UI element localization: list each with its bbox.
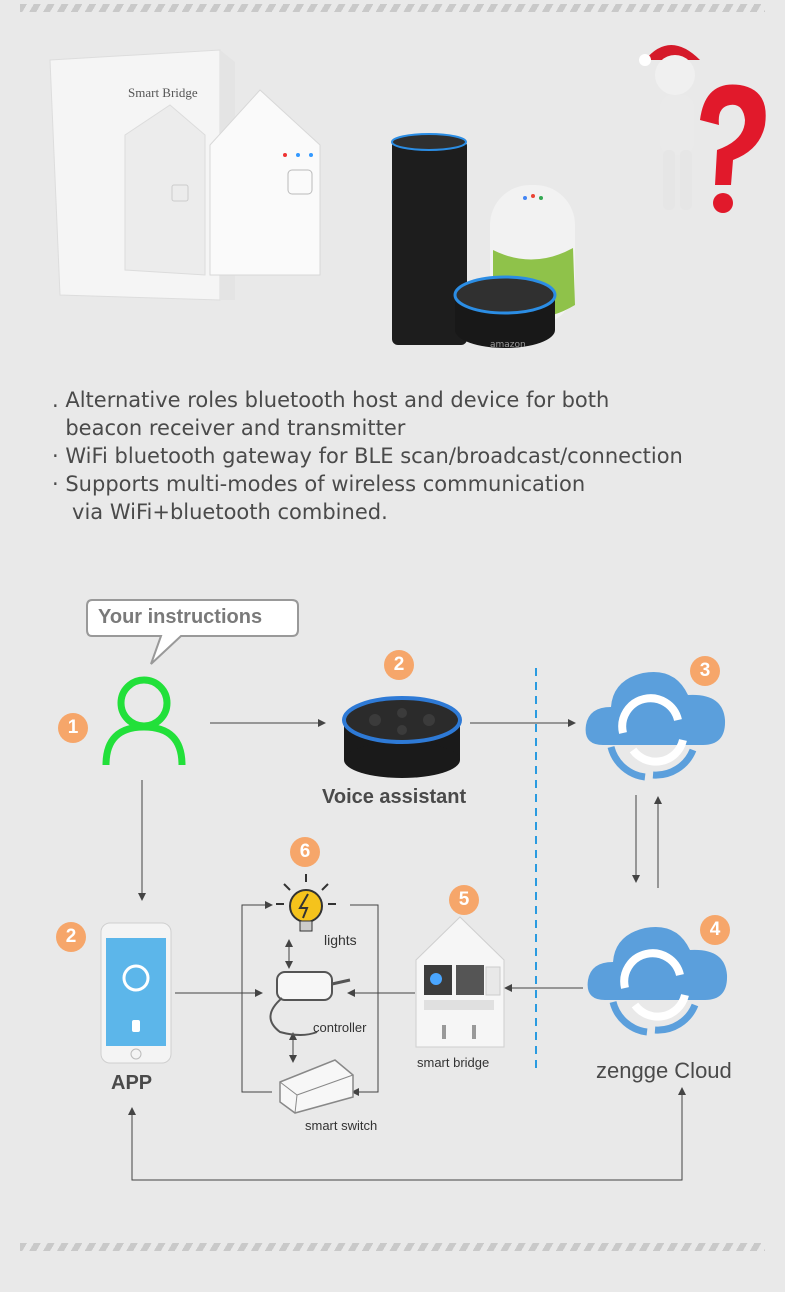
smart-speakers-image [391,133,575,348]
speech-bubble [86,599,299,665]
step-badge-2-voice: 2 [384,650,414,680]
smart-switch-label: smart switch [305,1118,378,1133]
light-bulb-icon [276,874,336,932]
voice-assistant-label: Voice assistant [322,786,467,808]
cloud-icon-bottom [587,926,728,1036]
feature-line-5: via WiFi+bluetooth combined. [52,500,388,524]
step-badge-1: 1 [58,713,88,743]
step-badge-2-app: 2 [56,922,86,952]
controller-label: controller [313,1020,367,1035]
feature-line-1: . Alternative roles bluetooth host and d… [52,388,610,412]
user-icon [102,676,186,766]
controller-device-image [269,971,351,1036]
feature-line-3: · WiFi bluetooth gateway for BLE scan/br… [52,444,683,468]
top-divider [20,4,765,12]
smart-switch-image [279,1059,354,1114]
speaker-brand-text: amazon [490,340,526,350]
feature-list: . Alternative roles bluetooth host and d… [52,386,752,526]
app-label: APP [111,1072,153,1094]
smart-bridge-label: smart bridge [417,1055,490,1070]
step-badge-3: 3 [690,656,720,686]
bottom-divider [20,1243,765,1251]
step-badge-5: 5 [449,885,479,915]
smart-bridge-box-image [49,49,321,301]
lights-label: lights [324,932,357,948]
smart-bridge-image [415,916,505,1048]
step-badge-4: 4 [700,915,730,945]
cloud-label: zengge Cloud [596,1058,732,1083]
step-badge-6: 6 [290,837,320,867]
question-man-image [639,45,766,213]
bubble-text: Your instructions [98,606,263,628]
cloud-icon-top [585,671,726,781]
feature-line-4: · Supports multi-modes of wireless commu… [52,472,586,496]
box-label: Smart Bridge [128,85,198,100]
feature-line-2: beacon receiver and transmitter [52,416,406,440]
phone-app-image [100,922,172,1064]
echo-dot-image [342,696,462,778]
